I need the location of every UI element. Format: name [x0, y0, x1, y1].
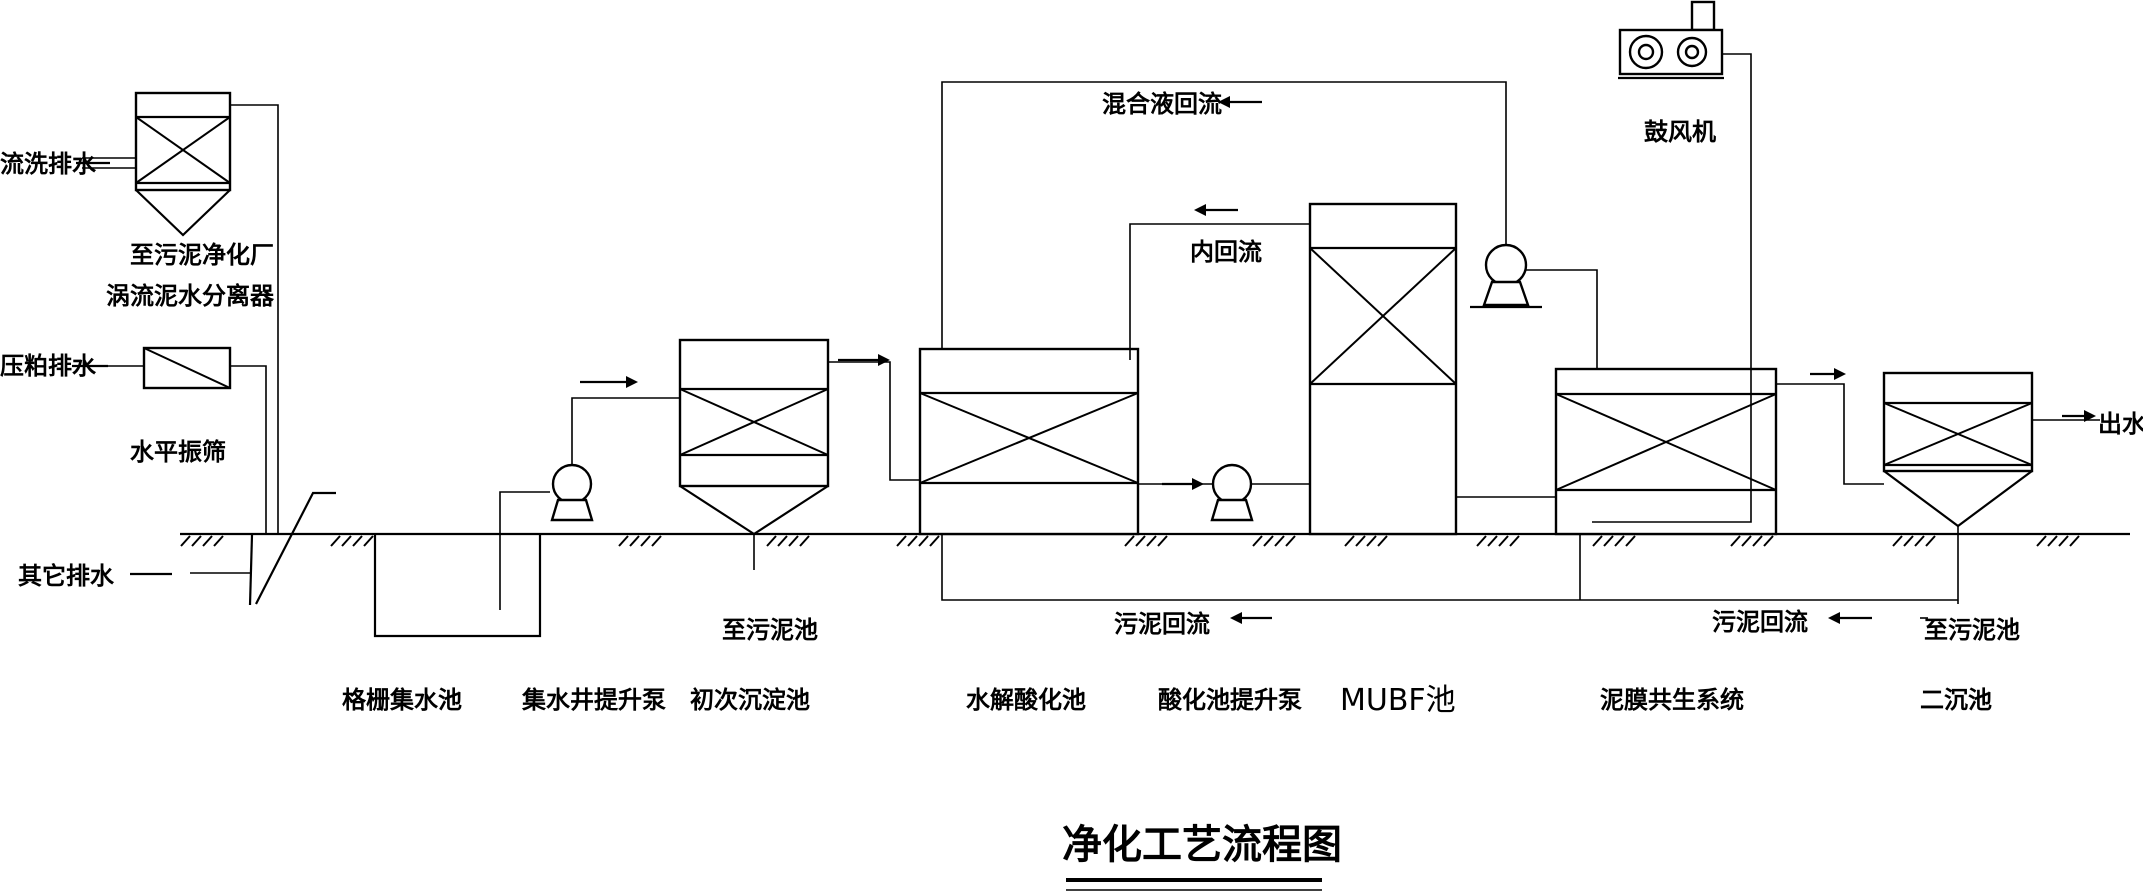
- screen-label: 水平振筛: [130, 438, 226, 466]
- ground-hatch-mark: [2058, 535, 2069, 547]
- ground-hatch-mark: [777, 535, 788, 547]
- ground-hatch-mark: [1509, 535, 1520, 547]
- ground-hatch-mark: [907, 535, 918, 547]
- separator-label: 涡流泥水分离器: [106, 282, 275, 310]
- flush-drain-label: 流洗排水: [0, 150, 97, 178]
- ground-hatch-mark: [1476, 535, 1487, 547]
- ground-hatch-mark: [1903, 535, 1914, 547]
- sludge-return-line: [941, 534, 1958, 601]
- primary-settler: [678, 338, 920, 570]
- ground-hatch-mark: [330, 535, 341, 547]
- mubf-label: MUBF池: [1340, 683, 1456, 718]
- ground-hatch-mark: [213, 535, 224, 547]
- sludge-return-label-1: 污泥回流: [1114, 610, 1210, 638]
- grating-sump: [373, 491, 550, 638]
- ground-hatch-mark: [1914, 535, 1925, 547]
- primary-settler-label: 初次沉淀池: [690, 686, 810, 714]
- hydrolysis-tank: [918, 347, 1140, 536]
- ground-hatch-mark: [1487, 535, 1498, 547]
- ground-hatch-mark: [1263, 535, 1274, 547]
- ground-hatch-mark: [1498, 535, 1509, 547]
- recirculation-pump: [941, 81, 1598, 370]
- blower-label: 鼓风机: [1644, 118, 1716, 146]
- ground-hatch-mark: [1285, 535, 1296, 547]
- ground-hatch-mark: [1124, 535, 1135, 547]
- ground-hatch-mark: [1730, 535, 1741, 547]
- ground-hatch-mark: [1603, 535, 1614, 547]
- to-sludge-label-1: 至污泥池: [722, 616, 818, 644]
- ground-hatch-mark: [1925, 535, 1936, 547]
- ground-hatch-mark: [1763, 535, 1774, 547]
- ground-hatch-mark: [651, 535, 662, 547]
- lift-pump-label: 集水井提升泵: [521, 686, 666, 714]
- ground-hatch-mark: [341, 535, 352, 547]
- ground-hatch-mark: [2036, 535, 2047, 547]
- ground-hatch-mark: [1892, 535, 1903, 547]
- ground-hatch-mark: [788, 535, 799, 547]
- mubf-tank: [1308, 202, 1557, 536]
- ground-hatch-mark: [1135, 535, 1146, 547]
- ground-hatch-mark: [1146, 535, 1157, 547]
- ground-hatch-mark: [1377, 535, 1388, 547]
- mixed-return-label: 混合液回流: [1102, 90, 1222, 118]
- ground-hatch-mark: [202, 535, 213, 547]
- sump-inlet: [190, 491, 336, 606]
- ground-hatch-mark: [1344, 535, 1355, 547]
- secondary-settler-label: 二沉池: [1920, 686, 1992, 714]
- ground-hatch-mark: [1157, 535, 1168, 547]
- flow-arrows: [72, 96, 2096, 624]
- hydrolysis-label: 水解酸化池: [966, 686, 1086, 714]
- other-drain-label: 其它排水: [18, 562, 115, 590]
- ground-hatch-mark: [1625, 535, 1636, 547]
- ground-hatch-mark: [1592, 535, 1603, 547]
- sump-label: 格栅集水池: [342, 686, 462, 714]
- biofilm-system: [1554, 53, 1884, 536]
- ground-hatch-mark: [180, 535, 191, 547]
- ground-hatch-mark: [799, 535, 810, 547]
- inner-return-label: 内回流: [1190, 238, 1262, 266]
- blower: [1618, 0, 1724, 80]
- ground-hatch-mark: [640, 535, 651, 547]
- ground-hatch-mark: [363, 535, 374, 547]
- vortex-separator: [82, 91, 279, 534]
- press-drain-label: 压粕排水: [0, 352, 97, 380]
- ground-hatch-mark: [2047, 535, 2058, 547]
- biofilm-label: 泥膜共生系统: [1600, 686, 1744, 714]
- ground-hatch-mark: [2069, 535, 2080, 547]
- ground-hatch-mark: [896, 535, 907, 547]
- to-sludge-label-2: 至污泥池: [1924, 616, 2020, 644]
- ground-hatches: [180, 535, 2080, 547]
- ground-hatch-mark: [1366, 535, 1377, 547]
- ground-hatch-mark: [766, 535, 777, 547]
- sludge-plant-note: 至污泥净化厂: [130, 241, 274, 269]
- ground-hatch-mark: [918, 535, 929, 547]
- diagram-title: 净化工艺流程图: [1062, 822, 1342, 868]
- ground-hatch-mark: [1741, 535, 1752, 547]
- ground-hatch-mark: [929, 535, 940, 547]
- ground-hatch-mark: [1274, 535, 1285, 547]
- output-label: 出水: [2098, 410, 2143, 438]
- ground-hatch-mark: [1355, 535, 1366, 547]
- ground-hatch-mark: [191, 535, 202, 547]
- ground-hatch-mark: [629, 535, 640, 547]
- secondary-settler: [1882, 371, 2100, 604]
- ground-hatch-mark: [618, 535, 629, 547]
- ground-hatch-mark: [1614, 535, 1625, 547]
- acid-lift-pump: [1138, 463, 1310, 522]
- acid-pump-label: 酸化池提升泵: [1158, 686, 1302, 714]
- ground-hatch-mark: [1252, 535, 1263, 547]
- sludge-return-label-2: 污泥回流: [1712, 608, 1808, 636]
- ground-hatch-mark: [1752, 535, 1763, 547]
- inner-return-line: [1129, 223, 1310, 360]
- ground-hatch-mark: [352, 535, 363, 547]
- lift-pump-1: [550, 397, 680, 522]
